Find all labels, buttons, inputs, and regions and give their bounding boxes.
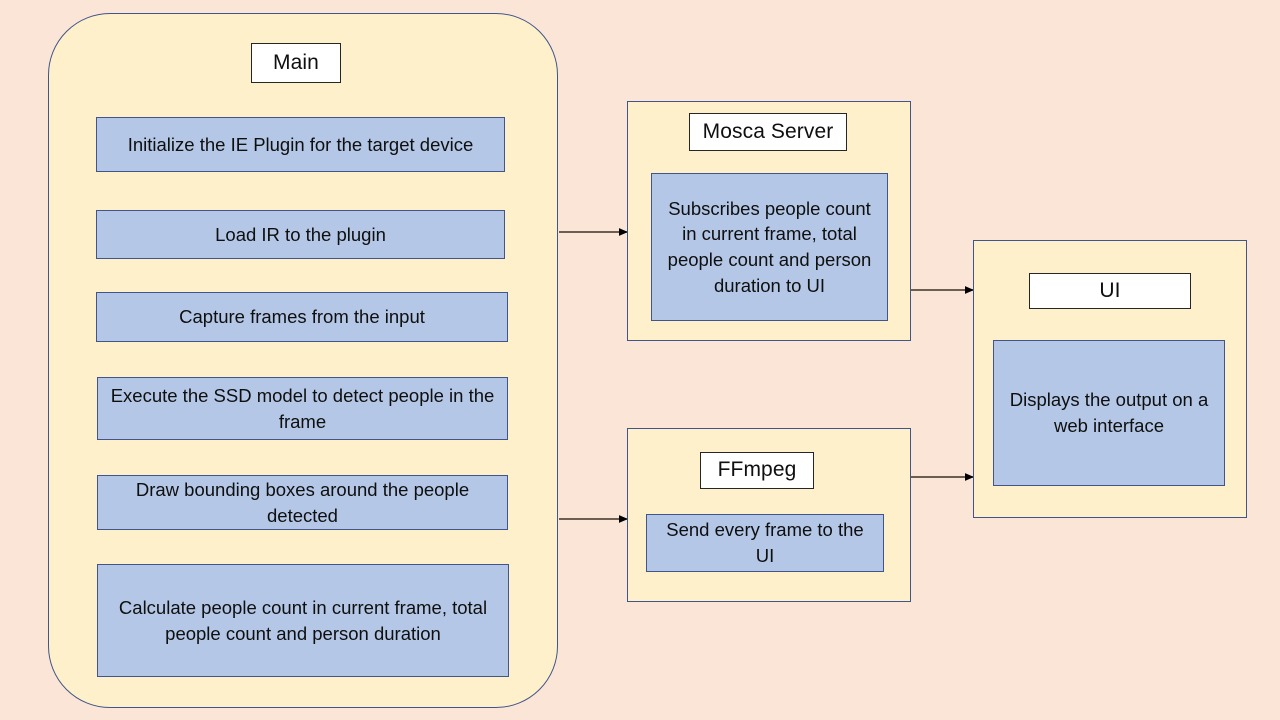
step-draw-boxes[interactable]: Draw bounding boxes around the people de… <box>97 475 508 530</box>
step-capture-frames[interactable]: Capture frames from the input <box>96 292 508 342</box>
step-load-ir[interactable]: Load IR to the plugin <box>96 210 505 259</box>
step-execute-ssd[interactable]: Execute the SSD model to detect people i… <box>97 377 508 440</box>
step-display-output[interactable]: Displays the output on a web interface <box>993 340 1225 486</box>
step-init-ie-plugin[interactable]: Initialize the IE Plugin for the target … <box>96 117 505 172</box>
step-send-frames[interactable]: Send every frame to the UI <box>646 514 884 572</box>
group-ffmpeg-title: FFmpeg <box>700 452 814 489</box>
group-mosca-title: Mosca Server <box>689 113 847 151</box>
group-main-title: Main <box>251 43 341 83</box>
group-ui-title: UI <box>1029 273 1191 309</box>
step-calculate-counts[interactable]: Calculate people count in current frame,… <box>97 564 509 677</box>
step-subscribe-counts[interactable]: Subscribes people count in current frame… <box>651 173 888 321</box>
